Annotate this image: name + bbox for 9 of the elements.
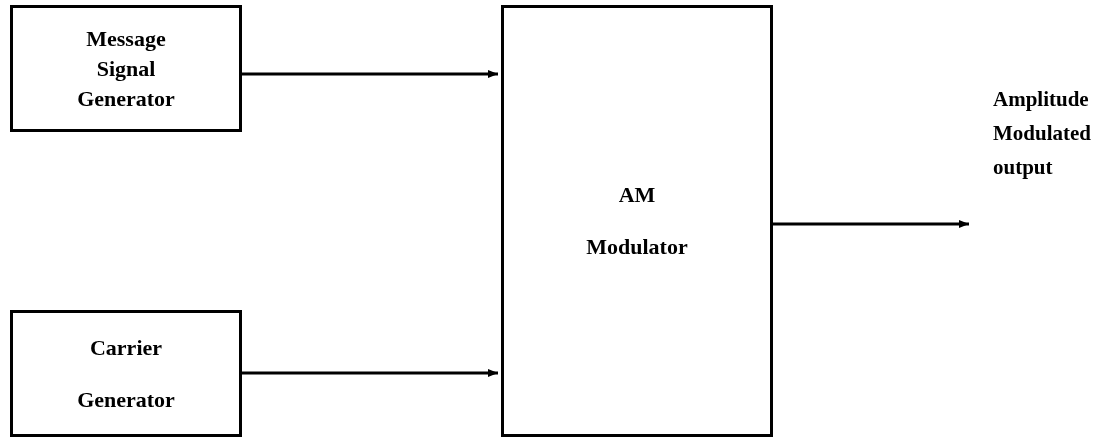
- arrow: [773, 220, 969, 228]
- arrow: [242, 369, 498, 377]
- box-label: Carrier Generator: [76, 333, 176, 414]
- process-box: [501, 5, 773, 437]
- box-label: Message Signal Generator: [76, 24, 176, 113]
- process-box: [10, 310, 242, 437]
- arrow: [242, 70, 498, 78]
- process-box: [10, 5, 242, 132]
- box-label: AM Modulator: [585, 181, 689, 261]
